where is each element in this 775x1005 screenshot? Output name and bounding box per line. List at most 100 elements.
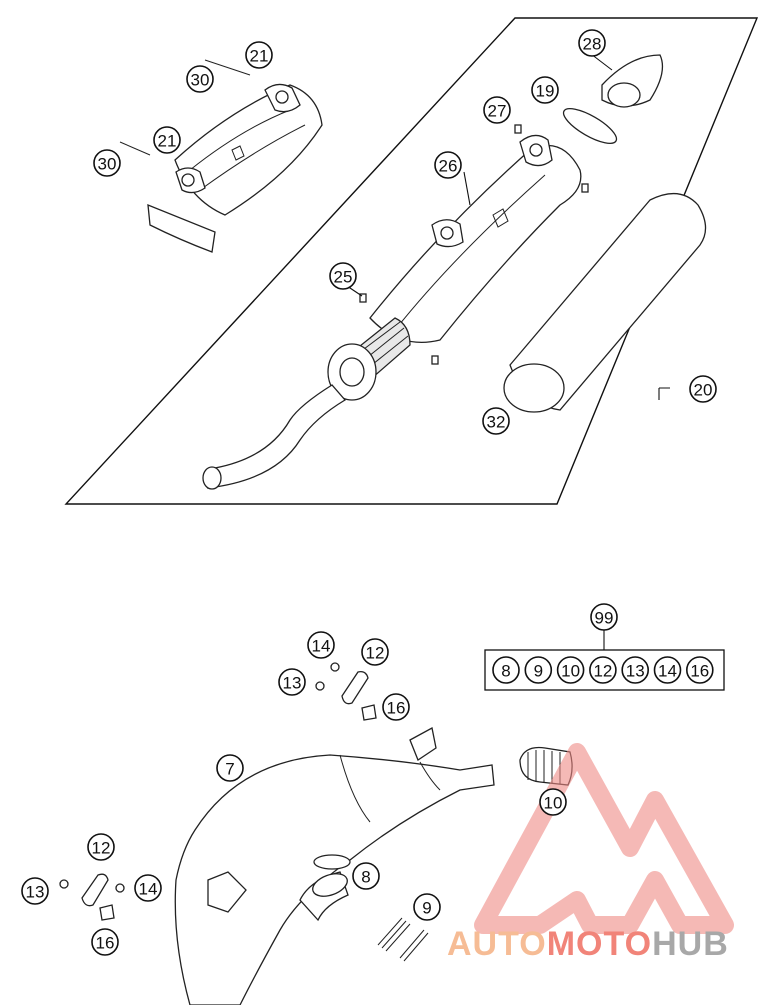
callout-c12b: 12 bbox=[87, 833, 115, 861]
callout-circle bbox=[329, 262, 357, 290]
callout-label: 20 bbox=[694, 381, 713, 400]
upper-mount-hardware bbox=[315, 662, 377, 721]
callout-circle bbox=[352, 862, 380, 890]
callout-label: 16 bbox=[387, 699, 406, 718]
kit-item: 10 bbox=[556, 656, 585, 684]
callout-c9: 9 bbox=[413, 893, 441, 921]
callout-label: 28 bbox=[583, 35, 602, 54]
kit-item-label: 14 bbox=[658, 662, 677, 681]
callout-label: 7 bbox=[225, 760, 234, 779]
muffler-outer-sleeve bbox=[503, 193, 707, 413]
lower-mount-hardware bbox=[59, 873, 125, 921]
gasket bbox=[313, 854, 351, 870]
callout-label: 14 bbox=[312, 637, 331, 656]
automotohub-watermark: AUTOMOTOHUB bbox=[447, 743, 734, 963]
callout-c99: 99 bbox=[590, 603, 618, 631]
callout-label: 12 bbox=[92, 839, 111, 858]
callout-circle bbox=[434, 151, 462, 179]
callout-circle bbox=[91, 928, 119, 956]
callout-label: 13 bbox=[283, 674, 302, 693]
callout-label: 10 bbox=[544, 794, 563, 813]
callout-circle bbox=[578, 29, 606, 57]
callout-c16b: 16 bbox=[91, 928, 119, 956]
callout-circle bbox=[153, 126, 181, 154]
svg-text:AUTOMOTOHUB: AUTOMOTOHUB bbox=[447, 925, 729, 963]
callout-label: 25 bbox=[334, 268, 353, 287]
callout-circle bbox=[87, 833, 115, 861]
kit-item-label: 9 bbox=[534, 662, 543, 681]
kit-item-circle bbox=[621, 656, 650, 684]
callout-c13b: 13 bbox=[21, 877, 49, 905]
watermark-hub: HUB bbox=[652, 925, 729, 963]
kit-item-circle bbox=[589, 656, 617, 684]
kit-item: 14 bbox=[653, 656, 682, 684]
callout-circle bbox=[216, 754, 244, 782]
callout-circle bbox=[21, 877, 49, 905]
callout-c14a: 14 bbox=[307, 631, 335, 659]
callout-label: 27 bbox=[488, 102, 507, 121]
kit-item: 12 bbox=[589, 656, 617, 684]
callout-c8: 8 bbox=[352, 862, 380, 890]
kit-item-circle bbox=[556, 656, 585, 684]
callout-circle bbox=[539, 788, 567, 816]
callout-label: 32 bbox=[487, 413, 506, 432]
callout-c27: 27 bbox=[483, 96, 511, 124]
end-cap bbox=[601, 54, 664, 108]
callout-c12a: 12 bbox=[361, 638, 389, 666]
callout-label: 12 bbox=[366, 644, 385, 663]
muffler-body bbox=[369, 134, 582, 343]
callout-label: 99 bbox=[595, 609, 614, 628]
callout-c30b: 30 bbox=[93, 149, 121, 177]
callout-c21a: 21 bbox=[245, 41, 273, 69]
callout-label: 16 bbox=[96, 934, 115, 953]
callout-circle bbox=[134, 874, 162, 902]
callout-circle bbox=[413, 893, 441, 921]
watermark-auto: AUTO bbox=[447, 925, 547, 963]
callout-circle bbox=[590, 603, 618, 631]
callout-circle bbox=[278, 668, 306, 696]
callout-c19: 19 bbox=[531, 76, 559, 104]
callout-label: 8 bbox=[361, 868, 370, 887]
kit-item-label: 8 bbox=[501, 662, 510, 681]
callout-label: 21 bbox=[250, 47, 269, 66]
callout-label: 30 bbox=[191, 71, 210, 90]
callout-circle bbox=[186, 65, 214, 93]
callout-circle bbox=[482, 407, 510, 435]
callout-c32: 32 bbox=[482, 407, 510, 435]
callout-label: 9 bbox=[422, 899, 431, 918]
o-ring bbox=[562, 108, 618, 144]
watermark-moto: MOTO bbox=[547, 925, 652, 963]
callout-circle bbox=[531, 76, 559, 104]
callout-label: 26 bbox=[439, 157, 458, 176]
kit-item-label: 16 bbox=[690, 662, 709, 681]
callout-c7: 7 bbox=[216, 754, 244, 782]
callout-c25: 25 bbox=[329, 262, 357, 290]
kit-item: 9 bbox=[524, 656, 553, 684]
callout-c26: 26 bbox=[434, 151, 462, 179]
kit-item-label: 13 bbox=[626, 662, 645, 681]
callout-circle bbox=[483, 96, 511, 124]
callout-circle bbox=[93, 149, 121, 177]
inlet-pipe bbox=[202, 384, 346, 490]
springs bbox=[377, 917, 429, 962]
kit-item: 8 bbox=[492, 656, 520, 684]
kit-item-circle bbox=[653, 656, 682, 684]
callout-circle bbox=[245, 41, 273, 69]
kit-item-circle bbox=[685, 656, 714, 684]
callout-circle bbox=[689, 375, 717, 403]
callout-label: 30 bbox=[98, 155, 117, 174]
muffler-mount-detail bbox=[147, 83, 323, 253]
muffler-assembly-frame bbox=[64, 17, 759, 505]
callout-label: 13 bbox=[26, 883, 45, 902]
callout-c10: 10 bbox=[539, 788, 567, 816]
callout-c21b: 21 bbox=[153, 126, 181, 154]
callout-c13a: 13 bbox=[278, 668, 306, 696]
callout-circle bbox=[361, 638, 389, 666]
kit-item-label: 10 bbox=[561, 662, 580, 681]
callout-circle bbox=[307, 631, 335, 659]
callout-circle bbox=[382, 693, 410, 721]
callout-label: 19 bbox=[536, 82, 555, 101]
kit-item-circle bbox=[492, 656, 520, 684]
callout-c30a: 30 bbox=[186, 65, 214, 93]
